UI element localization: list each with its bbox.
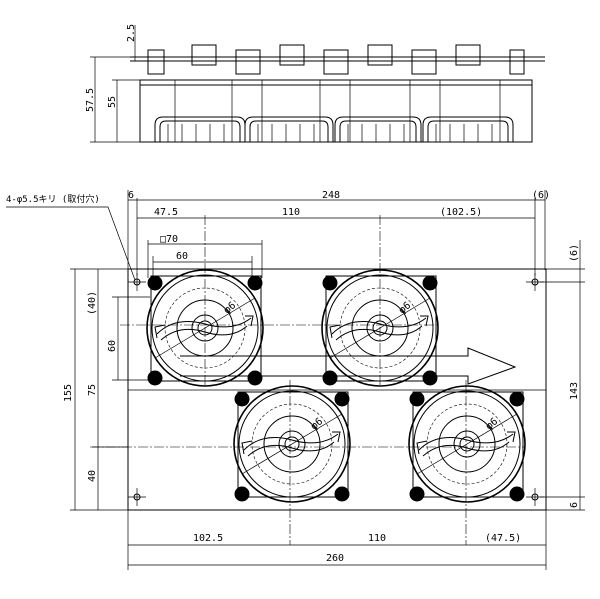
- top-dimensions: 6 248 (6) 47.5 110 (102.5): [127, 190, 550, 276]
- side-view: 2.5 57.5 55: [85, 24, 545, 143]
- fan: φ6: [408, 385, 526, 503]
- fan-label: φ6: [397, 300, 413, 316]
- side-dim-top-offset: 2.5: [126, 24, 137, 42]
- dim-left-square: 60: [107, 340, 118, 352]
- plan-view: φ6 φ6: [6, 190, 585, 570]
- dim-left-middle: 75: [87, 384, 98, 396]
- dim-bottom-overall: 260: [326, 553, 344, 564]
- dim-hole-pitch: 60: [176, 251, 188, 262]
- side-dim-height-inner: 55: [107, 96, 118, 108]
- dim-left-margin: 6: [128, 190, 134, 201]
- dim-pitch: 110: [282, 207, 300, 218]
- airflow-arrow: [180, 347, 517, 385]
- fan-label: φ6: [484, 416, 500, 432]
- hole-note: 4-φ5.5キリ (取付穴): [6, 193, 100, 205]
- dim-bottom-last: (47.5): [485, 533, 521, 544]
- dim-left-top: (40): [87, 291, 98, 315]
- base-plate: [127, 268, 547, 511]
- dim-right-margin: (6): [532, 190, 550, 201]
- dim-square: □70: [160, 234, 178, 245]
- side-dim-height-outer: 57.5: [85, 88, 96, 112]
- side-view-fan-blocks: [147, 44, 525, 75]
- left-dimensions: 155 (40) 60 75 40: [63, 268, 150, 511]
- dim-right-bottom: 6: [569, 502, 580, 508]
- dim-bottom-pitch: 110: [368, 533, 386, 544]
- dim-right-top: (6): [569, 244, 580, 262]
- fan-label: φ6: [222, 300, 238, 316]
- flange-dimensions: □70 60: [147, 234, 263, 280]
- fan: φ6: [321, 269, 439, 387]
- dim-overall-155: 155: [63, 384, 74, 402]
- dim-first: 47.5: [154, 207, 178, 218]
- dim-overall-248: 248: [322, 190, 340, 201]
- bottom-dimensions: 102.5 110 (47.5) 260: [127, 510, 547, 570]
- mounting-holes: [128, 273, 544, 506]
- dim-bottom-first: 102.5: [193, 533, 223, 544]
- right-dimensions: (6) 143 6: [540, 240, 585, 511]
- dim-right-overall: 143: [569, 382, 580, 400]
- fan: φ6: [233, 385, 351, 503]
- fan-label: φ6: [309, 416, 325, 432]
- dim-left-bottom: 40: [87, 470, 98, 482]
- dim-last: (102.5): [440, 207, 482, 218]
